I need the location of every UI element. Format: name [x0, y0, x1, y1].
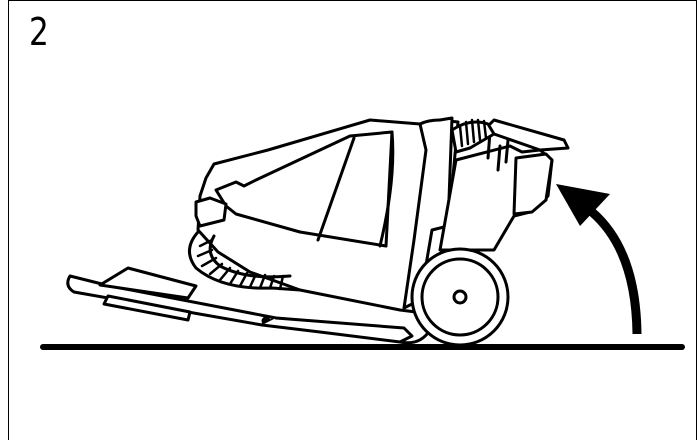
arrow-head [556, 184, 610, 226]
front-hose [188, 230, 302, 292]
carry-handle [402, 116, 454, 310]
exhaust-cover [512, 152, 554, 216]
nozzle-head [98, 266, 198, 300]
wheel-hub [452, 289, 468, 305]
rotate-arrow [588, 208, 642, 335]
instruction-frame [8, 0, 697, 440]
side-button [194, 196, 228, 228]
wand-tube [260, 316, 414, 344]
top-lid [484, 118, 570, 152]
step-number: 2 [29, 10, 49, 54]
